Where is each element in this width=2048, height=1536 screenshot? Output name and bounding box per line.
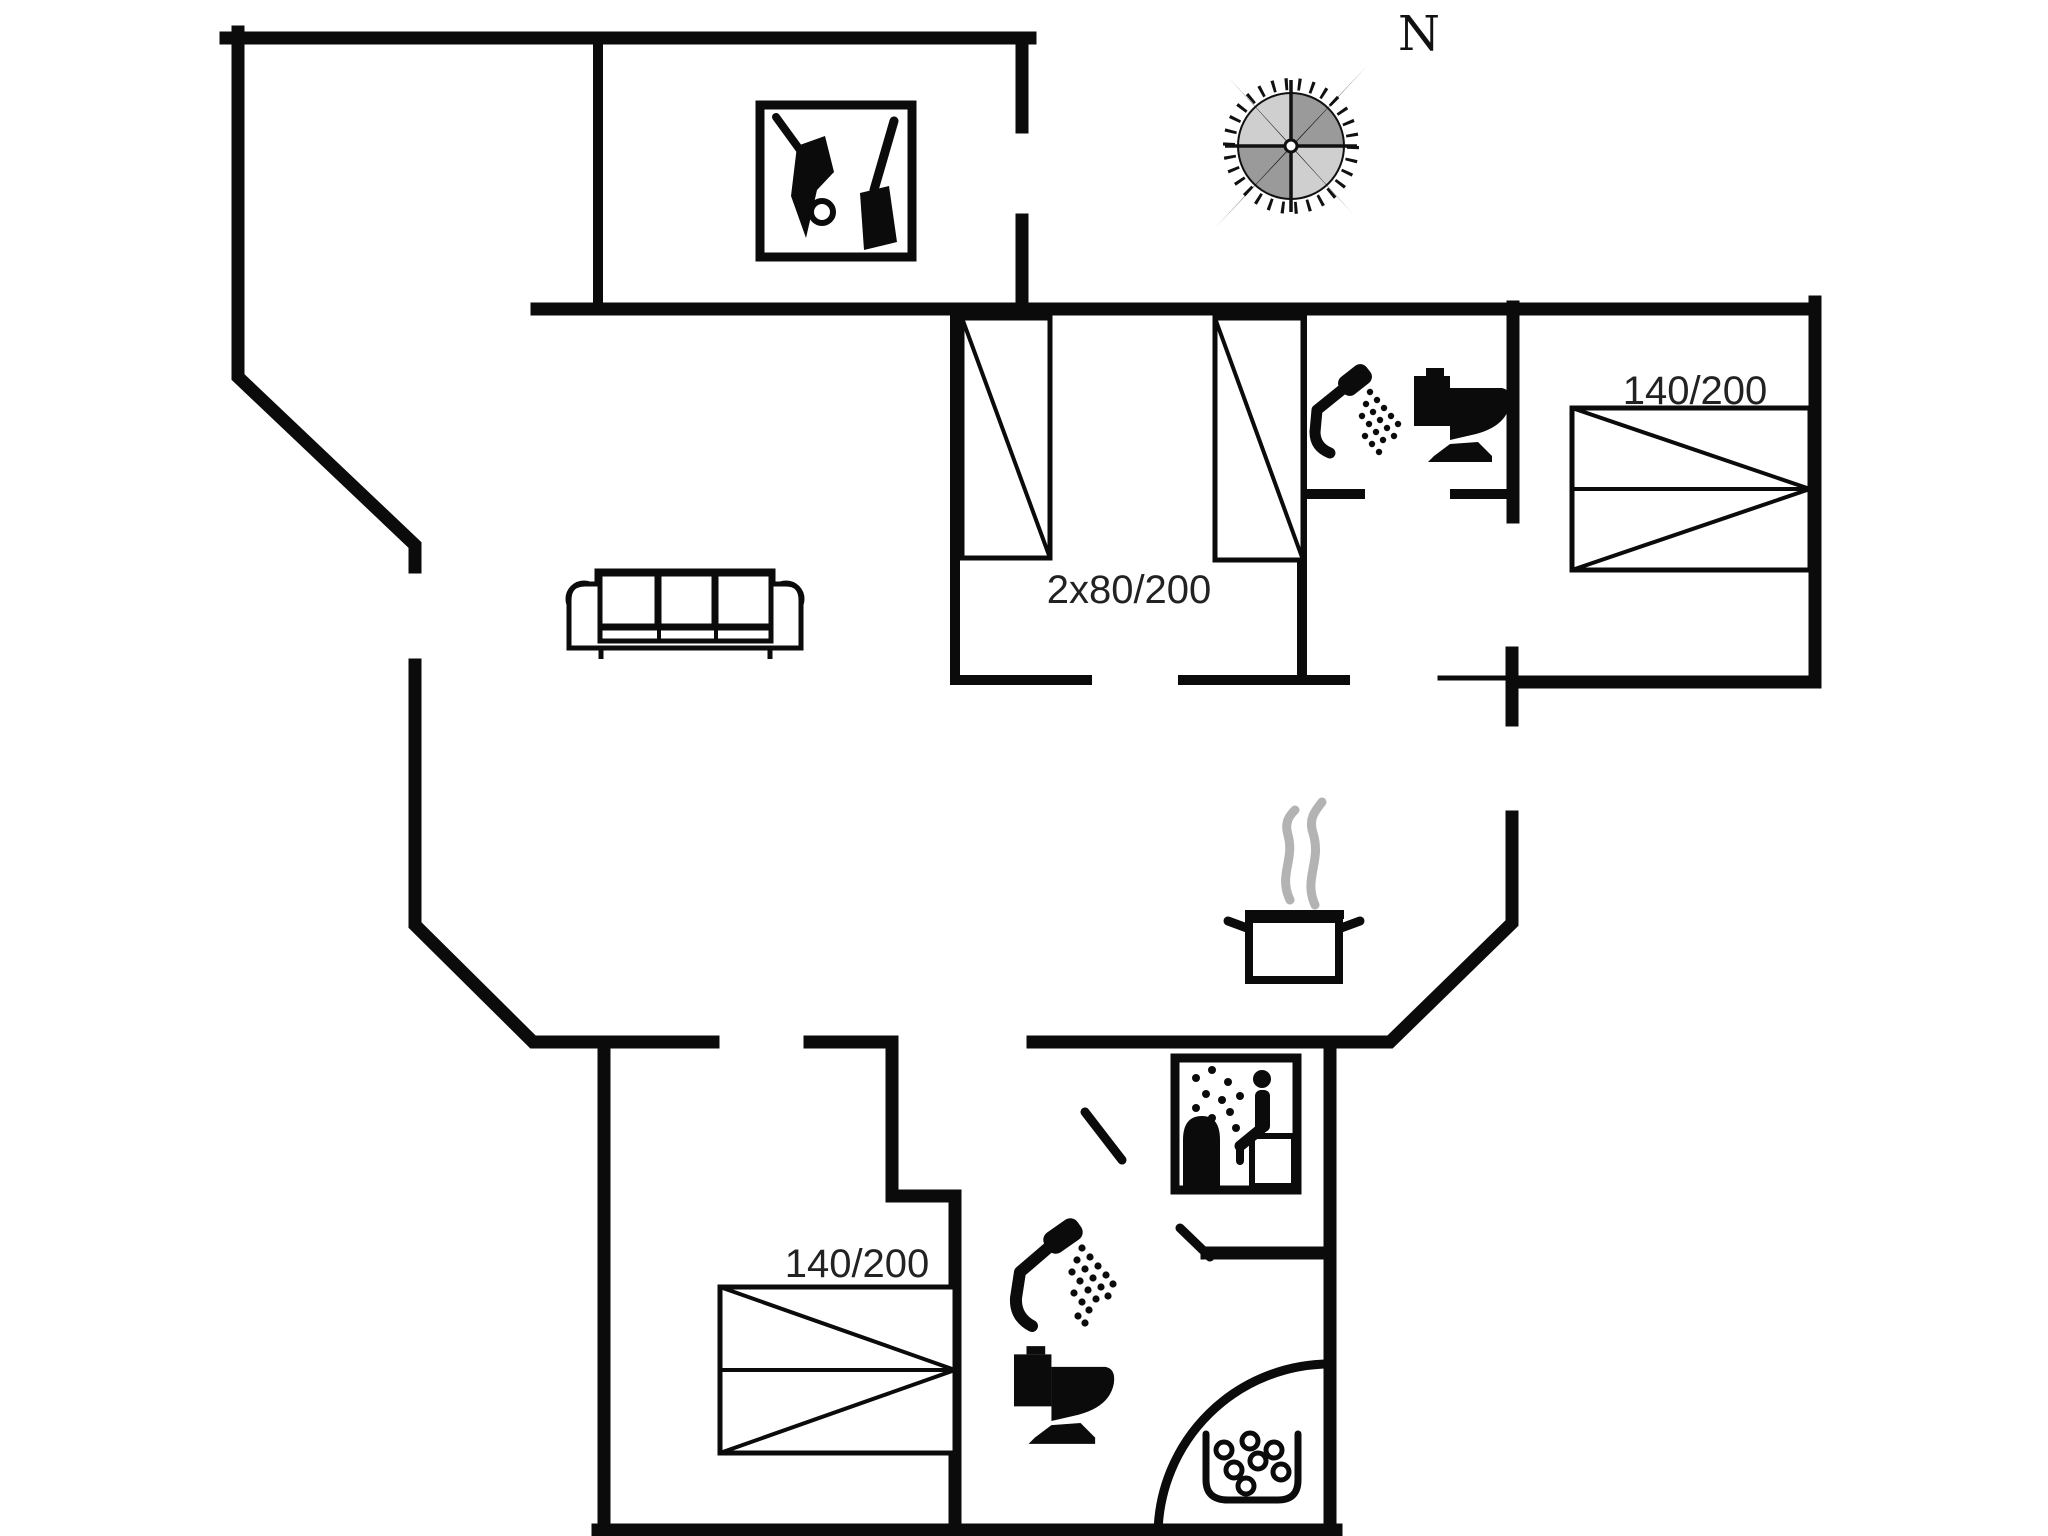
sauna-steam-dots (1192, 1066, 1244, 1132)
bed-size-label: 140/200 (1623, 369, 1768, 413)
door-swing-icon (1175, 1223, 1215, 1262)
bottom-bedroom: 140/200 (717, 1242, 958, 1456)
twin-beds: 2x80/200 (959, 315, 1306, 612)
cooking-pot-icon (1223, 797, 1365, 984)
top-bathroom (1309, 364, 1511, 462)
steam-icon (1306, 797, 1327, 910)
sauna-icon (1170, 1053, 1302, 1195)
shower-icon (1309, 364, 1402, 459)
toilet-icon (1014, 1346, 1115, 1444)
shower-icon (1009, 1218, 1117, 1332)
door-swing-icon (1080, 1107, 1127, 1165)
toilet-icon (1414, 368, 1511, 462)
single-bed-icon (1212, 315, 1306, 563)
bottom-bathroom (1009, 1218, 1117, 1444)
right-bedroom: 140/200 (1569, 369, 1813, 573)
double-bed-icon (717, 1284, 958, 1456)
bed-size-label: 140/200 (785, 1242, 930, 1286)
sauna-person (1234, 1070, 1297, 1189)
shower-spray (1068, 1244, 1117, 1327)
sofa-icon (565, 568, 805, 659)
bubbles (1213, 1430, 1292, 1497)
single-bed-icon (959, 315, 1053, 561)
bed-size-label: 2x80/200 (1047, 568, 1212, 612)
steam-icon (1281, 805, 1300, 905)
shower-spray (1358, 388, 1402, 456)
corner-bathtub-icon (1153, 1359, 1331, 1534)
double-bed-icon (1569, 405, 1813, 573)
outer-walls (219, 25, 1822, 1536)
fireplace-tools-icon (755, 100, 917, 262)
north-label: N (1398, 6, 1440, 62)
compass-rose-icon (1215, 66, 1367, 228)
